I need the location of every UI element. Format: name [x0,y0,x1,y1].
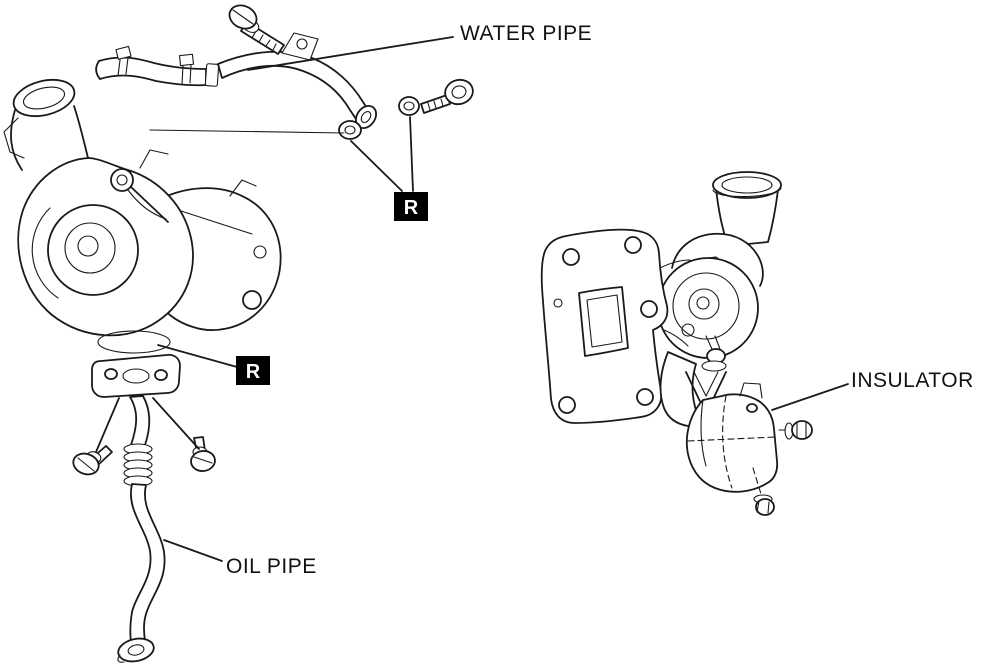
manifold-flange [540,228,691,424]
leader-line [157,344,238,368]
hex-bolt-icon [228,4,285,55]
hex-bolt-icon [420,78,474,114]
insulator-drawing [685,382,779,493]
water-pipe-parts [95,4,474,192]
hose-clamp-icon [115,45,132,60]
lower-bracket [659,335,727,427]
hose-clamp-icon [178,53,195,67]
oil-flange [91,330,181,398]
compressor-housing-left [17,157,194,337]
oil-pipe-parts [72,344,238,663]
air-inlet-tube [712,171,782,247]
leader-line [247,36,454,71]
replace-marker-text: R [404,197,419,219]
wastegate-actuator [110,149,169,223]
turbine-housing-left [156,179,282,331]
water-pipe-label: WATER PIPE [460,22,592,45]
hex-bolt-icon [778,420,813,440]
leader-line [771,383,849,411]
washer-icon [398,96,420,116]
left-turbo-assembly [3,78,282,398]
oil-pipe-drawing [117,395,166,663]
washer-icon [338,120,362,140]
right-turbo-assembly [540,171,849,516]
replace-marker-text: R [246,361,261,383]
leader-line [350,140,403,192]
leader-line [149,129,345,134]
oil-pipe-label: OIL PIPE [226,555,317,578]
leader-line [163,539,223,562]
hex-bolt-icon [190,436,216,472]
leader-line [152,397,200,450]
water-hose [95,45,220,87]
leader-line [409,116,414,192]
insulator-label: INSULATOR [851,369,974,392]
turbo-body-right [657,232,764,359]
water-pipe-drawing [217,32,377,130]
hex-bolt-icon [752,467,775,516]
replace-marker: R [236,356,270,385]
replace-marker: R [394,192,428,221]
leader-line [95,397,120,453]
compressor-inlet [3,78,89,171]
hex-bolt-icon [72,445,113,476]
